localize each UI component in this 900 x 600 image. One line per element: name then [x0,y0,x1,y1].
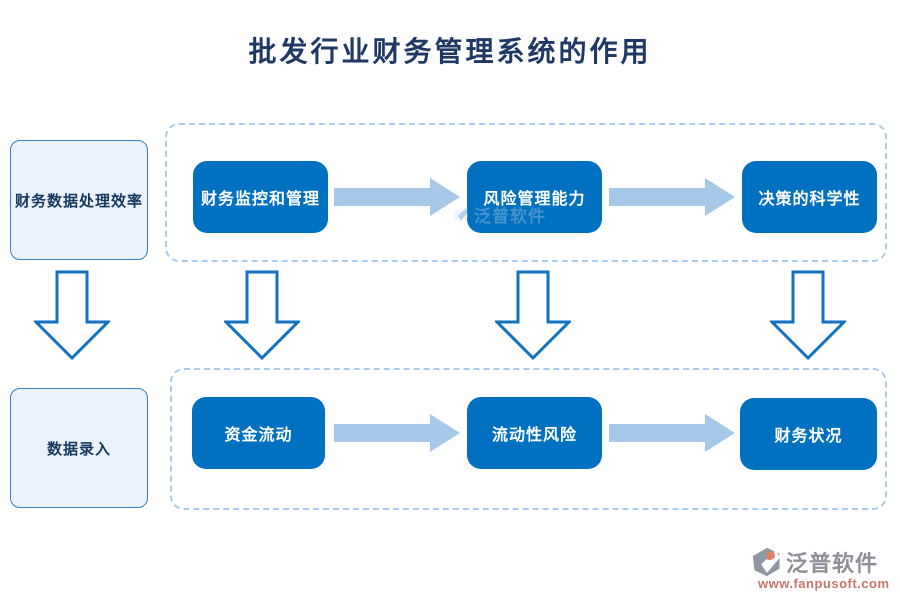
box-data-entry-label: 数据录入 [46,441,111,458]
right-arrow-icon [334,414,460,452]
node-decision-science-label: 决策的科学性 [758,191,861,208]
right-arrow-icon [609,414,735,452]
top-group-container [165,123,887,262]
node-liquidity-risk: 流动性风险 [467,397,602,469]
box-data-entry: 数据录入 [10,388,148,508]
down-arrow-icon [224,270,300,360]
fanpu-logo-name: 泛普软件 [786,551,879,576]
node-financial-status: 财务状况 [740,398,877,470]
node-capital-flow-label: 资金流动 [224,427,293,444]
node-financial-monitoring: 财务监控和管理 [193,161,328,233]
right-arrow-icon [609,178,735,216]
down-arrow-icon [770,270,846,360]
box-financial-data-efficiency: 财务数据处理效率 [10,140,148,260]
node-capital-flow: 资金流动 [192,397,325,469]
node-liquidity-risk-label: 流动性风险 [491,427,577,444]
bottom-group-container [170,368,887,510]
fanpu-logo-url: www.fanpusoft.com [758,576,890,591]
fanpu-logo-icon [752,547,781,577]
right-arrow-icon [334,178,460,216]
fanpu-logo: 泛普软件 www.fanpusoft.com [750,546,896,594]
node-decision-science: 决策的科学性 [742,161,877,233]
node-financial-monitoring-label: 财务监控和管理 [200,191,320,208]
down-arrow-icon [34,270,110,360]
box-financial-data-efficiency-label: 财务数据处理效率 [14,193,143,210]
down-arrow-icon [495,270,571,360]
node-financial-status-label: 财务状况 [774,428,843,445]
node-risk-management: 风险管理能力 [467,161,602,233]
diagram-title: 批发行业财务管理系统的作用 [248,37,652,68]
node-risk-management-label: 风险管理能力 [483,191,586,208]
